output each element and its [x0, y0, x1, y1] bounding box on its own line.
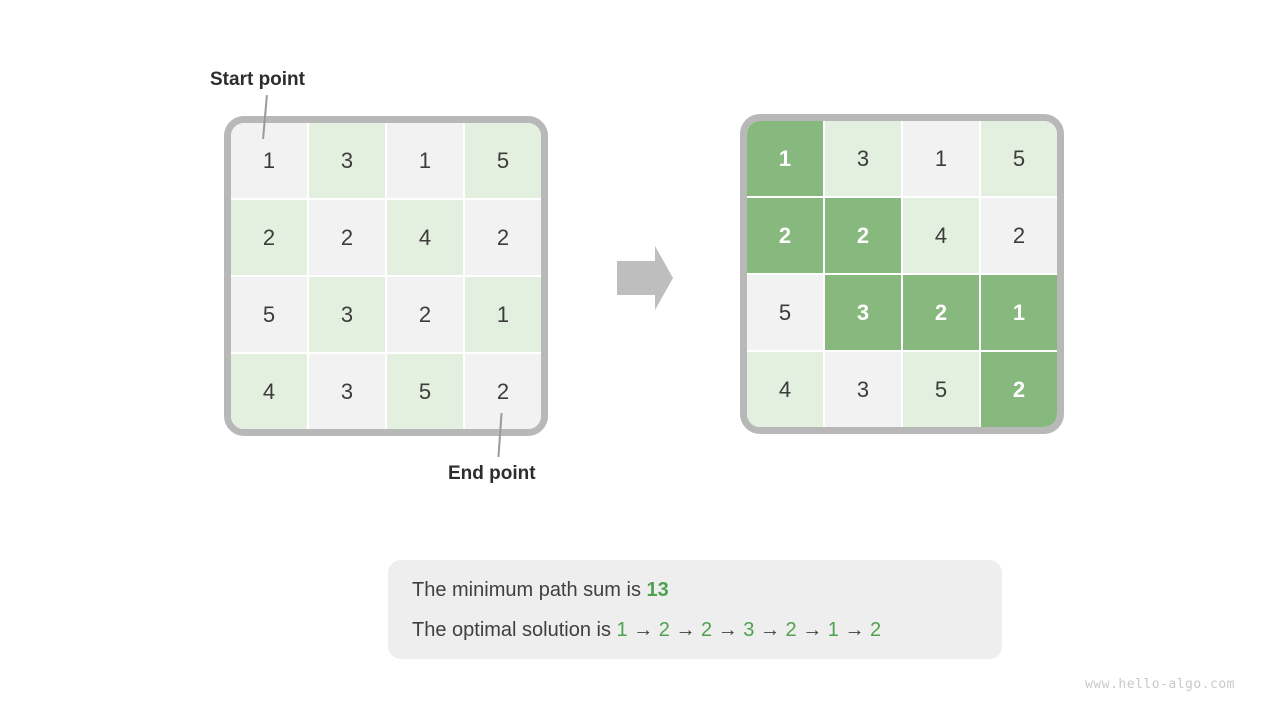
- start-point-label: Start point: [210, 69, 305, 90]
- sequence-arrow-icon: →: [627, 619, 659, 641]
- sequence-number: 2: [658, 619, 670, 641]
- grid-cell: 2: [747, 198, 823, 273]
- grid-cell: 2: [231, 200, 307, 275]
- grid-cell: 1: [387, 123, 463, 198]
- grid-cell: 4: [231, 354, 307, 429]
- grid-cell: 3: [309, 354, 385, 429]
- sequence-arrow-icon: →: [712, 619, 744, 641]
- sequence-number: 2: [785, 619, 797, 641]
- sequence-arrow-icon: →: [796, 619, 828, 641]
- grid-cell: 3: [309, 123, 385, 198]
- grid-cell: 2: [465, 354, 541, 429]
- sequence-number: 3: [743, 619, 755, 641]
- grid-cell: 2: [981, 352, 1057, 427]
- sequence-number: 1: [616, 619, 628, 641]
- grid-cell: 5: [387, 354, 463, 429]
- grid-cell: 1: [981, 275, 1057, 350]
- grid-cell: 1: [747, 121, 823, 196]
- grid-cell: 4: [903, 198, 979, 273]
- sequence-arrow-icon: →: [838, 619, 871, 641]
- min-path-sum-prefix: The minimum path sum is: [412, 579, 647, 601]
- end-point-label: End point: [448, 463, 536, 484]
- optimal-solution-text: The optimal solution is 1 → 2 → 2 → 3 → …: [412, 615, 978, 645]
- grid-cell: 4: [387, 200, 463, 275]
- sequence-arrow-icon: →: [669, 619, 702, 641]
- grid-cell: 3: [309, 277, 385, 352]
- grid-cell: 3: [825, 352, 901, 427]
- grid-cell: 5: [465, 123, 541, 198]
- grid-cell: 2: [387, 277, 463, 352]
- grid-cell: 2: [981, 198, 1057, 273]
- grid-cell: 5: [903, 352, 979, 427]
- result-caption: The minimum path sum is 13 The optimal s…: [388, 560, 1002, 659]
- grid-cell: 5: [231, 277, 307, 352]
- grid-cell: 2: [309, 200, 385, 275]
- solution-sequence: 1 → 2 → 2 → 3 → 2 → 1 → 2: [617, 619, 882, 641]
- grid-cell: 3: [825, 275, 901, 350]
- sequence-number: 2: [701, 619, 713, 641]
- grid-cell: 3: [825, 121, 901, 196]
- min-path-sum-text: The minimum path sum is 13: [412, 575, 978, 605]
- site-watermark: www.hello-algo.com: [1085, 677, 1235, 692]
- transform-arrow-icon: [617, 246, 673, 310]
- grid-cell: 4: [747, 352, 823, 427]
- grid-cell: 2: [903, 275, 979, 350]
- grid-cell: 2: [465, 200, 541, 275]
- min-path-sum-value: 13: [646, 579, 669, 601]
- sequence-number: 2: [870, 619, 882, 641]
- grid-cell: 1: [231, 123, 307, 198]
- optimal-solution-prefix: The optimal solution is: [412, 619, 617, 641]
- grid-cell: 5: [981, 121, 1057, 196]
- grid-cell: 1: [465, 277, 541, 352]
- grid-cell: 2: [825, 198, 901, 273]
- sequence-number: 1: [827, 619, 839, 641]
- grid-cell: 1: [903, 121, 979, 196]
- sequence-arrow-icon: →: [754, 619, 786, 641]
- grid-cell: 5: [747, 275, 823, 350]
